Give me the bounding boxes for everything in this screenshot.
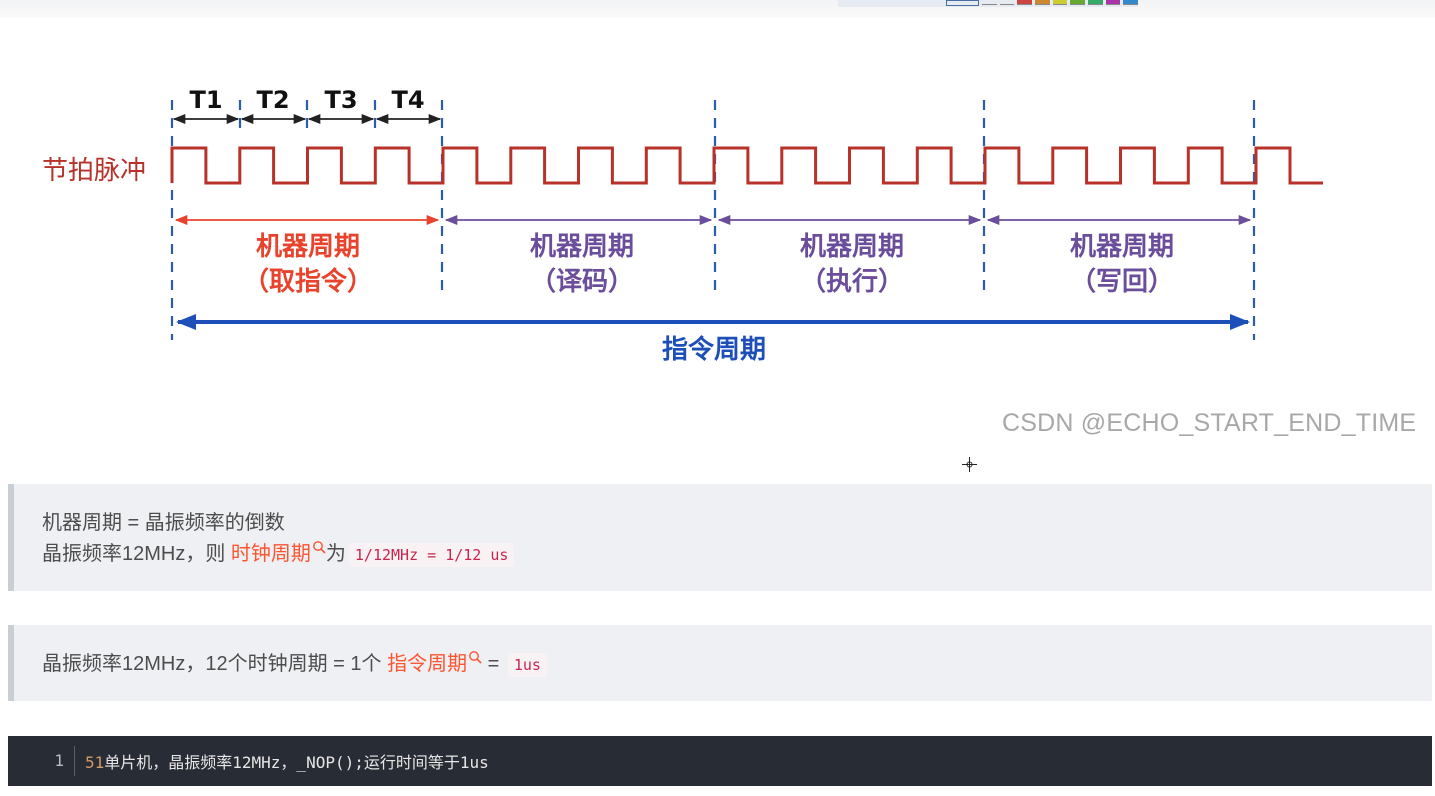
t4-label: T4: [391, 86, 424, 114]
instruction-cycle-link[interactable]: 指令周期: [387, 653, 468, 675]
inline-code-1us: 1us: [507, 653, 547, 677]
clock-cycle-link[interactable]: 时钟周期: [230, 543, 311, 565]
note2-mid: =: [482, 653, 505, 675]
code-line-number: 1: [8, 746, 75, 776]
cycle-diagram-svg: T1 T2 T3 T4 节拍脉冲 机器周期 （取指令） 机器周期 （译码） 机器…: [42, 86, 1323, 365]
search-icon[interactable]: [468, 650, 482, 664]
inline-code-clock: 1/12MHz = 1/12 us: [348, 543, 515, 567]
note-block-instruction-cycle: 晶振频率12MHz，12个时钟周期 = 1个 指令周期 = 1us: [8, 625, 1432, 701]
machine-cycle-1-sub: （取指令）: [243, 266, 373, 297]
pulse-label: 节拍脉冲: [42, 156, 146, 186]
crosshair-cursor-icon: [962, 457, 977, 472]
note2-line: 晶振频率12MHz，12个时钟周期 = 1个 指令周期 = 1us: [42, 649, 1432, 680]
machine-cycle-3-sub: （执行）: [800, 266, 904, 297]
csdn-watermark: CSDN @ECHO_START_END_TIME: [1002, 409, 1417, 437]
t1-label: T1: [189, 86, 222, 114]
code-block[interactable]: 1 51单片机，晶振频率12MHz，_NOP();运行时间等于1us: [8, 736, 1432, 786]
t2-label: T2: [256, 86, 289, 114]
search-icon[interactable]: [312, 540, 326, 554]
editor-toolbar-strip: [838, 0, 1139, 7]
code-line: 51单片机，晶振频率12MHz，_NOP();运行时间等于1us: [75, 749, 489, 773]
note2-prefix: 晶振频率12MHz，12个时钟周期 = 1个: [42, 653, 388, 675]
code-text-token: 单片机，晶振频率12MHz，_NOP();运行时间等于1us: [104, 753, 489, 772]
note1-line1: 机器周期 = 晶振频率的倒数: [42, 512, 285, 534]
machine-cycle-3-title: 机器周期: [800, 232, 904, 262]
clock-pulse-wave: [170, 146, 1323, 185]
machine-cycle-2-title: 机器周期: [530, 232, 634, 262]
note1-line2-prefix: 晶振频率12MHz，则: [42, 543, 231, 565]
instruction-cycle-label: 指令周期: [662, 334, 766, 365]
t3-label: T3: [324, 86, 357, 114]
code-number-token: 51: [85, 753, 105, 772]
machine-cycle-4-sub: （写回）: [1070, 267, 1174, 297]
cycle-boundaries: [170, 100, 1256, 340]
note1-line2-mid: 为: [325, 543, 346, 565]
machine-cycle-4-title: 机器周期: [1070, 232, 1174, 262]
cpu-cycle-diagram: T1 T2 T3 T4 节拍脉冲 机器周期 （取指令） 机器周期 （译码） 机器…: [0, 60, 1435, 460]
top-bar: [0, 0, 1435, 18]
machine-cycle-1-title: 机器周期: [256, 232, 360, 262]
machine-cycle-2-sub: （译码）: [530, 267, 634, 297]
